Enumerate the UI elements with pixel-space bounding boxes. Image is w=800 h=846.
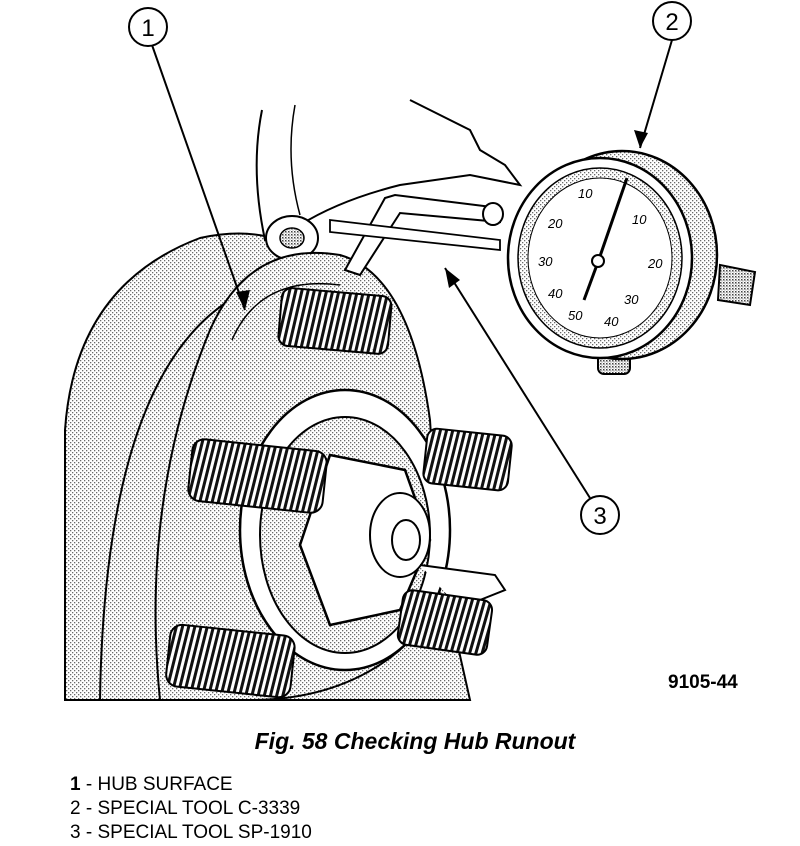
knuckle-drawing: [255, 99, 523, 261]
legend-label: HUB SURFACE: [97, 774, 233, 795]
dial-number: 30: [538, 254, 553, 269]
dial-indicator-drawing: 10 20 30 40 50 10 20 30 40: [506, 149, 757, 375]
callout-2-number: 2: [665, 9, 678, 36]
dial-number: 40: [548, 286, 563, 301]
callout-2: 2: [652, 1, 692, 41]
callout-3-number: 3: [593, 503, 606, 530]
legend-label: SPECIAL TOOL SP-1910: [97, 822, 312, 843]
callout-1: 1: [128, 7, 168, 47]
legend-item-sp-1910: 3 - SPECIAL TOOL SP-1910: [70, 822, 312, 843]
legend: 1 - HUB SURFACE 2 - SPECIAL TOOL C-3339 …: [70, 773, 312, 845]
legend-number: 2: [70, 798, 81, 819]
indicator-arm-drawing: [329, 193, 504, 277]
wheel-studs-drawing: [165, 287, 513, 699]
figure-caption: Fig. 58 Checking Hub Runout: [254, 728, 576, 754]
callout-1-number: 1: [141, 15, 154, 42]
legend-item-c-3339: 2 - SPECIAL TOOL C-3339: [70, 798, 301, 819]
dial-number: 20: [547, 216, 563, 231]
dial-numbers: 10 20 30 40 50 10 20 30 40: [538, 186, 663, 329]
legend-number: 1: [70, 774, 81, 795]
legend-label: SPECIAL TOOL C-3339: [97, 798, 301, 819]
callout-3: 3: [580, 495, 620, 535]
dial-number: 20: [647, 256, 663, 271]
dial-number: 30: [624, 292, 639, 307]
drawing-id: 9105-44: [668, 672, 738, 693]
dial-number: 10: [578, 186, 593, 201]
legend-number: 3: [70, 822, 81, 843]
dial-number: 40: [604, 314, 619, 329]
dial-number: 50: [568, 308, 583, 323]
dial-number: 10: [632, 212, 647, 227]
hub-runout-illustration: 10 20 30 40 50 10 20 30 40 1 2 3: [64, 1, 757, 701]
legend-item-hub-surface: 1 - HUB SURFACE: [70, 774, 233, 795]
leader-lines: [151, 39, 673, 499]
